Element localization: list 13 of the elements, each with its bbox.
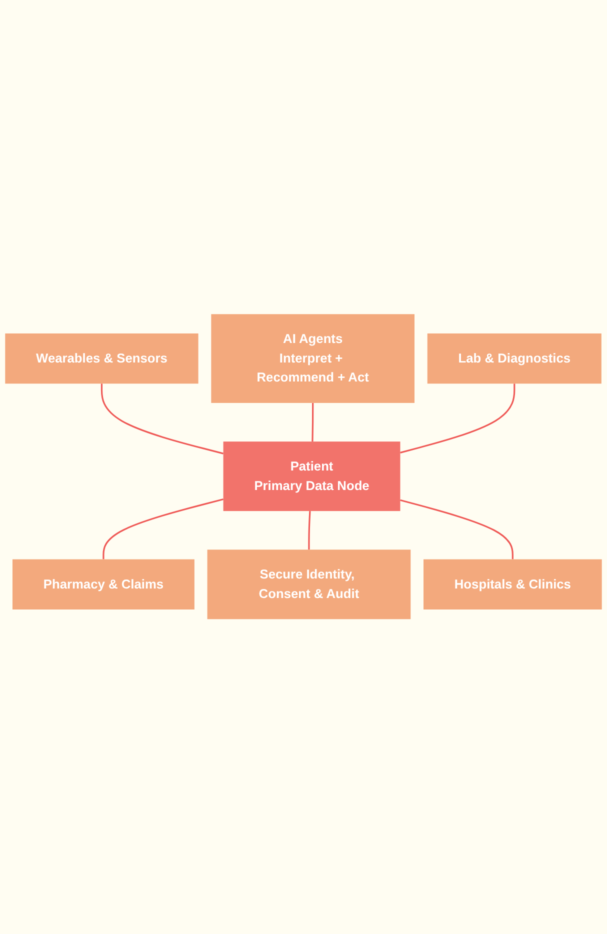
node-box: Lab & Diagnostics [427, 334, 602, 384]
node-box: Secure Identity, Consent & Audit [207, 550, 411, 620]
connector [400, 500, 514, 560]
connector [100, 384, 224, 455]
connector [312, 403, 314, 442]
connector [308, 511, 311, 550]
node-box: AI Agents Interpret + Recommend + Act [211, 314, 414, 404]
connector [102, 498, 224, 560]
node-box: Pharmacy & Claims [12, 560, 194, 610]
node-box: Patient Primary Data Node [223, 442, 400, 512]
node-box: Wearables & Sensors [5, 334, 198, 384]
node-box: Hospitals & Clinics [424, 560, 602, 610]
connector [400, 384, 516, 454]
